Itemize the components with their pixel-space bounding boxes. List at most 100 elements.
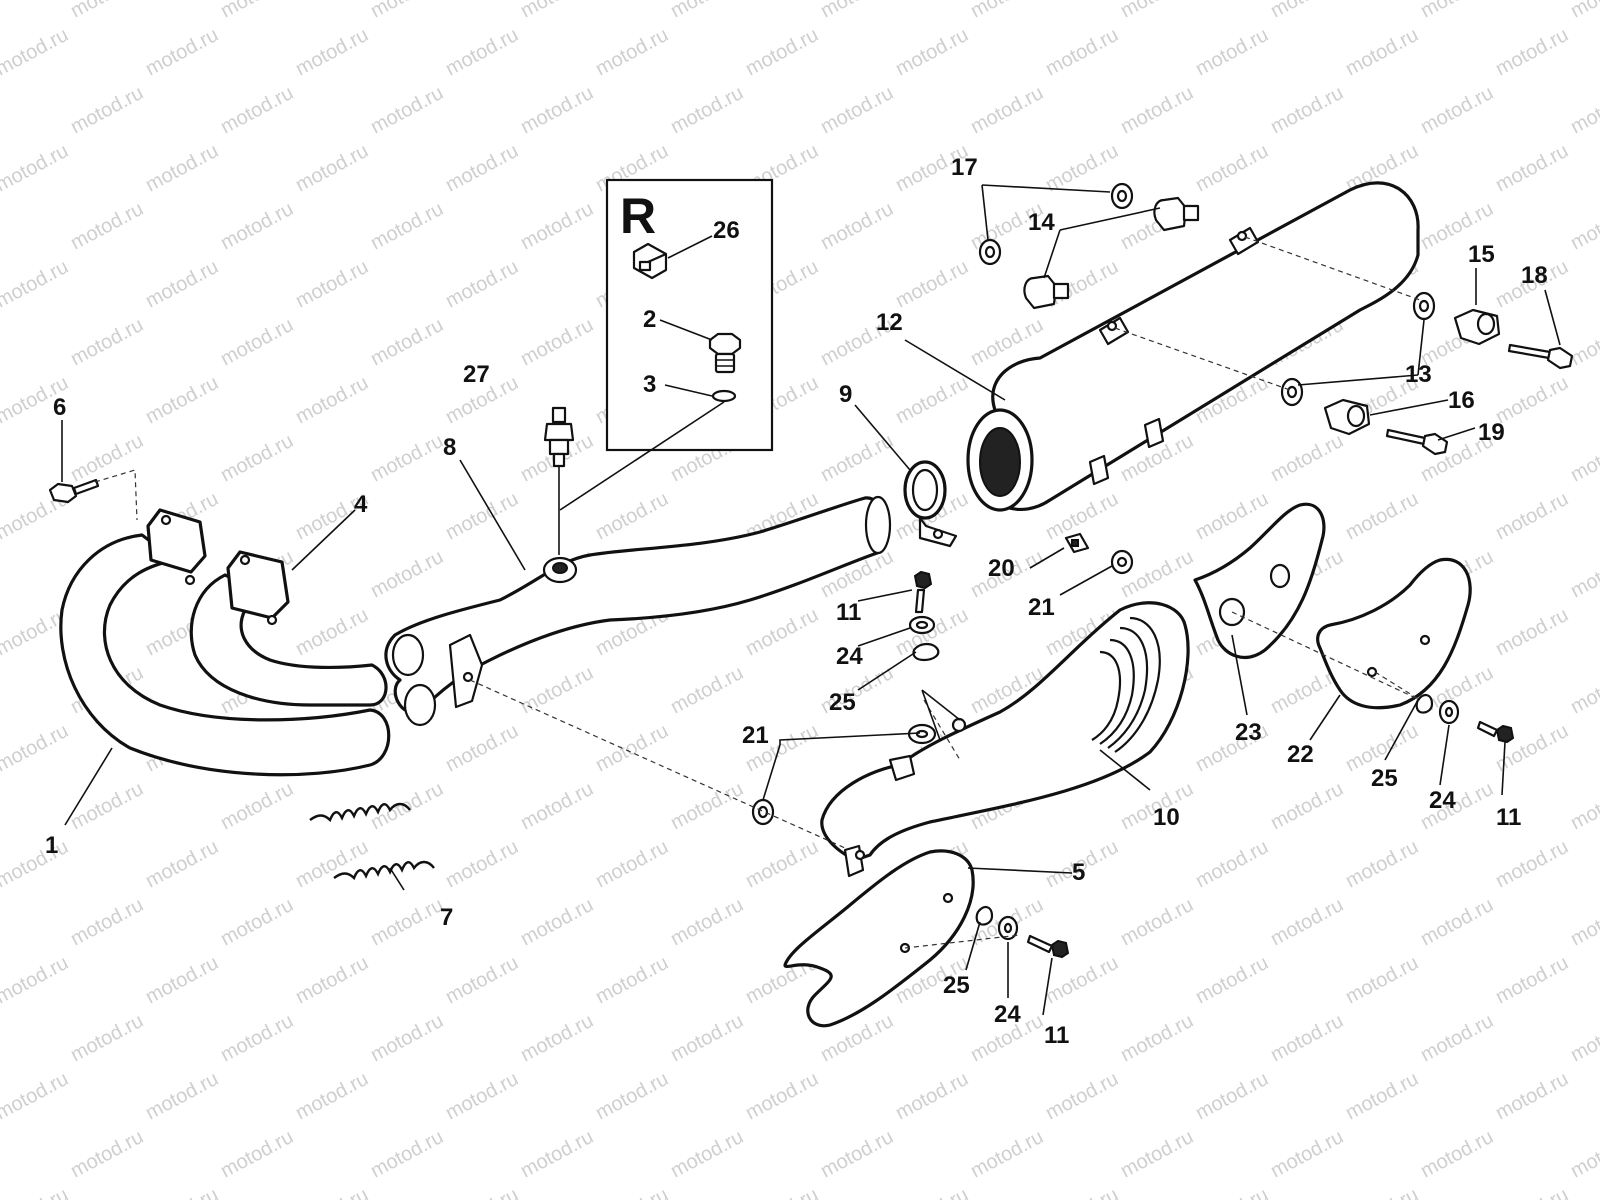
callout-13: 13 — [1405, 361, 1432, 388]
watermark-text: motod.ru — [1267, 82, 1347, 138]
watermark-text: motod.ru — [1267, 778, 1347, 834]
watermark-text: motod.ru — [892, 24, 972, 80]
watermark-text: motod.ru — [217, 1126, 297, 1182]
part-10-heat-shield — [820, 601, 1190, 878]
watermark-text: motod.ru — [1042, 24, 1122, 80]
watermark-text: motod.ru — [442, 24, 522, 80]
part-12-muffler — [966, 181, 1420, 512]
part-9-clamp — [903, 460, 958, 548]
callout-5: 5 — [1072, 859, 1085, 886]
watermark-text: motod.ru — [1567, 546, 1600, 602]
watermark-text: motod.ru — [1192, 24, 1272, 80]
part-19-bolt — [1385, 428, 1449, 456]
watermark-text: motod.ru — [1267, 1010, 1347, 1066]
watermark-text: motod.ru — [1567, 430, 1600, 486]
callout-25a: 25 — [829, 689, 856, 716]
callout-21a: 21 — [1028, 594, 1055, 621]
watermark-text: motod.ru — [217, 894, 297, 950]
watermark-text: motod.ru — [0, 1068, 72, 1124]
watermark-text: motod.ru — [1492, 140, 1572, 196]
watermark-text: motod.ru — [817, 430, 897, 486]
watermark-text: motod.ru — [367, 82, 447, 138]
watermark-text: motod.ru — [742, 24, 822, 80]
watermark-text: motod.ru — [1342, 1184, 1422, 1200]
watermark-text: motod.ru — [217, 314, 297, 370]
watermark-text: motod.ru — [67, 894, 147, 950]
watermark-text: motod.ru — [517, 778, 597, 834]
watermark-text: motod.ru — [1042, 1184, 1122, 1200]
watermark-text: motod.ru — [667, 1010, 747, 1066]
callout-numbers: 1 2 3 4 5 6 7 8 9 10 11 11 11 12 13 14 1… — [45, 154, 1548, 1049]
watermark-text: motod.ru — [892, 1184, 972, 1200]
callout-10: 10 — [1153, 804, 1180, 831]
watermark-text: motod.ru — [292, 140, 372, 196]
watermark-text: motod.ru — [1492, 952, 1572, 1008]
watermark-text: motod.ru — [892, 372, 972, 428]
watermark-text: motod.ru — [1342, 952, 1422, 1008]
watermark-text: motod.ru — [442, 256, 522, 312]
watermark-text: motod.ru — [667, 0, 747, 22]
watermark-text: motod.ru — [1192, 488, 1272, 544]
watermark-text: motod.ru — [0, 140, 72, 196]
watermark-text: motod.ru — [517, 662, 597, 718]
part-4-header-pipe-right — [189, 550, 388, 707]
watermark-text: motod.ru — [67, 82, 147, 138]
watermark-text: motod.ru — [442, 1184, 522, 1200]
watermark-text: motod.ru — [142, 372, 222, 428]
part-25-washers — [912, 642, 1434, 926]
watermark-text: motod.ru — [0, 24, 72, 80]
callout-11a: 11 — [836, 599, 861, 626]
callout-12: 12 — [876, 309, 903, 336]
watermark-text: motod.ru — [592, 1184, 672, 1200]
watermark-text: motod.ru — [967, 0, 1047, 22]
watermark-text: motod.ru — [967, 1126, 1047, 1182]
watermark-text: motod.ru — [892, 1068, 972, 1124]
callout-16: 16 — [1448, 387, 1475, 414]
watermark-text: motod.ru — [67, 198, 147, 254]
watermark-text: motod.ru — [517, 82, 597, 138]
inset-box-r: R — [605, 178, 774, 452]
callout-4: 4 — [354, 491, 368, 518]
callout-25c: 25 — [943, 972, 970, 999]
watermark-text: motod.ru — [1117, 1126, 1197, 1182]
watermark-text: motod.ru — [1117, 894, 1197, 950]
watermark-text: motod.ru — [0, 720, 72, 776]
callout-6: 6 — [53, 394, 66, 421]
watermark-text: motod.ru — [142, 140, 222, 196]
watermark-text: motod.ru — [817, 0, 897, 22]
part-26-sensor-connector — [632, 242, 668, 280]
watermark-text: motod.ru — [1492, 488, 1572, 544]
watermark-text: motod.ru — [517, 1010, 597, 1066]
watermark-text: motod.ru — [1042, 952, 1122, 1008]
watermark-text: motod.ru — [367, 314, 447, 370]
part-1-header-pipe-left — [59, 508, 391, 777]
watermark-text: motod.ru — [1567, 1126, 1600, 1182]
watermark-text: motod.ru — [67, 1126, 147, 1182]
watermark-text: motod.ru — [217, 778, 297, 834]
watermark-text: motod.ru — [817, 198, 897, 254]
watermark-text: motod.ru — [592, 720, 672, 776]
watermark-text: motod.ru — [1417, 82, 1497, 138]
callout-22: 22 — [1287, 741, 1314, 768]
watermark-text: motod.ru — [217, 198, 297, 254]
watermark-text: motod.ru — [592, 836, 672, 892]
part-24-washers — [908, 615, 1460, 941]
watermark-text: motod.ru — [967, 82, 1047, 138]
watermark-text: motod.ru — [1192, 1068, 1272, 1124]
watermark-text: motod.ru — [817, 82, 897, 138]
watermark-text: motod.ru — [142, 836, 222, 892]
watermark-text: motod.ru — [0, 836, 72, 892]
leader-lines — [61, 184, 1561, 1016]
watermark-text: motod.ru — [142, 952, 222, 1008]
callout-24b: 24 — [1429, 787, 1456, 814]
watermark-text: motod.ru — [142, 24, 222, 80]
watermark-text: motod.ru — [442, 952, 522, 1008]
watermark-text: motod.ru — [742, 604, 822, 660]
part-7-springs — [309, 802, 435, 881]
watermark-text: motod.ru — [1267, 894, 1347, 950]
watermark-text: motod.ru — [292, 836, 372, 892]
callout-24a: 24 — [836, 643, 863, 670]
watermark-text: motod.ru — [67, 0, 147, 22]
part-2-plug — [708, 332, 742, 374]
